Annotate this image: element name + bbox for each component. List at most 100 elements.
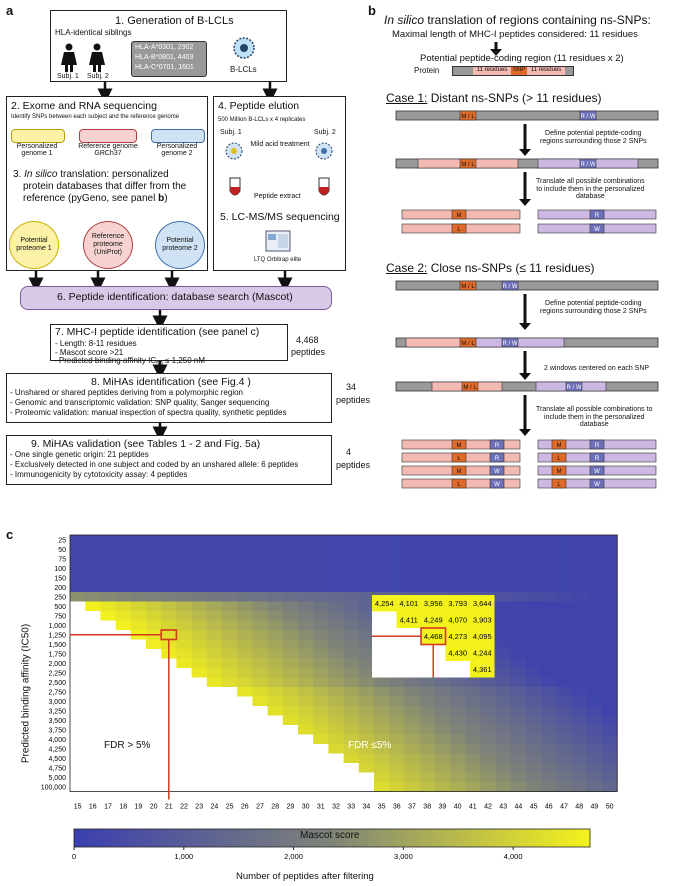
colorbar-tick-label: 4,000 [504,852,523,861]
heatmap-cell [282,582,299,593]
heatmap-cell [100,753,116,764]
heatmap-cell [70,601,86,612]
heatmap-cell [495,592,512,602]
heatmap-cell [602,658,618,669]
x-tick-label: 23 [195,804,203,811]
heatmap-cell [130,687,147,697]
heatmap-cell [313,658,329,669]
x-tick-label: 28 [271,804,279,811]
heatmap-cell [465,535,481,545]
case2-region1-label: M / L [461,341,475,347]
heatmap-cell [237,544,253,555]
heatmap-cell [191,782,208,792]
heatmap-cell [328,582,344,593]
heatmap-cell [313,620,329,631]
heatmap-cell [571,639,588,650]
heatmap-cell [191,763,208,773]
heatmap-cell [526,696,542,707]
heatmap-cell [526,582,542,593]
heatmap-cell [556,696,572,707]
heatmap-cell [146,763,162,773]
case2-windows: 2 windows centered on each SNP [544,365,650,372]
heatmap-cell [404,715,420,726]
heatmap-cell [510,620,527,631]
heatmap-cell [419,544,436,555]
case2-arrow3-head [519,429,531,436]
heatmap-cell [495,715,512,726]
heatmap-cell [389,696,405,707]
case1-protein [395,110,659,121]
inset-value: 4,273 [448,632,467,641]
case2-region2 [475,337,565,348]
heatmap-cell [556,744,572,754]
step3-line3-b: b [158,193,165,204]
heatmap-cell [526,782,542,792]
heatmap-cell [222,554,238,564]
heatmap-cell [282,563,299,574]
heatmap-cell [161,535,177,545]
heatmap-cell [434,782,451,792]
heatmap-cell [602,715,618,726]
x-tick-label: 17 [104,804,112,811]
y-tick-label: 3,250 [48,709,66,716]
heatmap-cell [343,592,360,602]
heatmap-cell [298,601,314,612]
heatmap-cell [191,658,208,669]
inset-value: 4,095 [473,632,492,641]
heatmap-cell [70,744,86,754]
inset-cell [445,644,470,661]
heatmap-cell [343,734,360,745]
step8-unit: peptides [336,395,371,405]
case1-snp2-label: R / W [581,114,596,120]
case2-pep-left-label2-1: R [495,456,500,462]
y-tick-label: 4,750 [48,766,66,773]
heatmap-cell [85,592,101,602]
step9-unit: peptides [336,460,371,470]
y-tick-label: 50 [58,547,66,554]
heatmap-cell [115,706,132,716]
heatmap-cell [176,753,192,764]
heatmap-cell [495,734,512,745]
case2-pep-left-snp2-3 [489,478,505,489]
heatmap-cell [252,744,268,754]
heatmap-cell [176,649,192,659]
heatmap-cell [602,601,618,612]
heatmap-cell [282,639,299,650]
heatmap-cell [434,677,451,688]
heatmap-cell [602,772,618,783]
heatmap-cell [495,658,512,669]
heatmap-cell [267,630,284,640]
x-tick-label: 39 [439,804,447,811]
case2-pep-right-label-1: L [557,456,561,462]
heatmap-cell [298,687,314,697]
case2-pep-left-snp-1 [451,452,467,463]
heatmap-cell [541,592,557,602]
heatmap-cell [206,753,223,764]
case1-snp1-label: M / L [461,114,475,120]
heatmap-cell [191,668,208,678]
heatmap-cell [100,573,116,583]
case1-region2-snp [579,158,597,169]
heatmap-cell [419,535,436,545]
heatmap-cell [358,582,375,593]
heatmap-cell [176,611,192,621]
colorbar-title: Number of peptides after filtering [236,871,374,882]
heatmap-cell [480,573,496,583]
heatmap-cell [100,554,116,564]
x-tick-label: 41 [469,804,477,811]
heatmap-cell [586,630,603,640]
heatmap-cell [328,772,344,783]
heatmap-cell [206,592,223,602]
heatmap-cell [404,725,420,735]
heatmap-cell [343,725,360,735]
heatmap-cell [586,725,603,735]
y-tick-label: 250 [54,595,66,602]
heatmap-cell [450,763,466,773]
heatmap-cell [70,649,86,659]
heatmap-cell [526,535,542,545]
heatmap-cell [161,611,177,621]
step4-title: 4. Peptide elution [218,100,300,112]
heatmap-cell [586,677,603,688]
heatmap-cell [313,554,329,564]
heatmap-cell [434,535,451,545]
